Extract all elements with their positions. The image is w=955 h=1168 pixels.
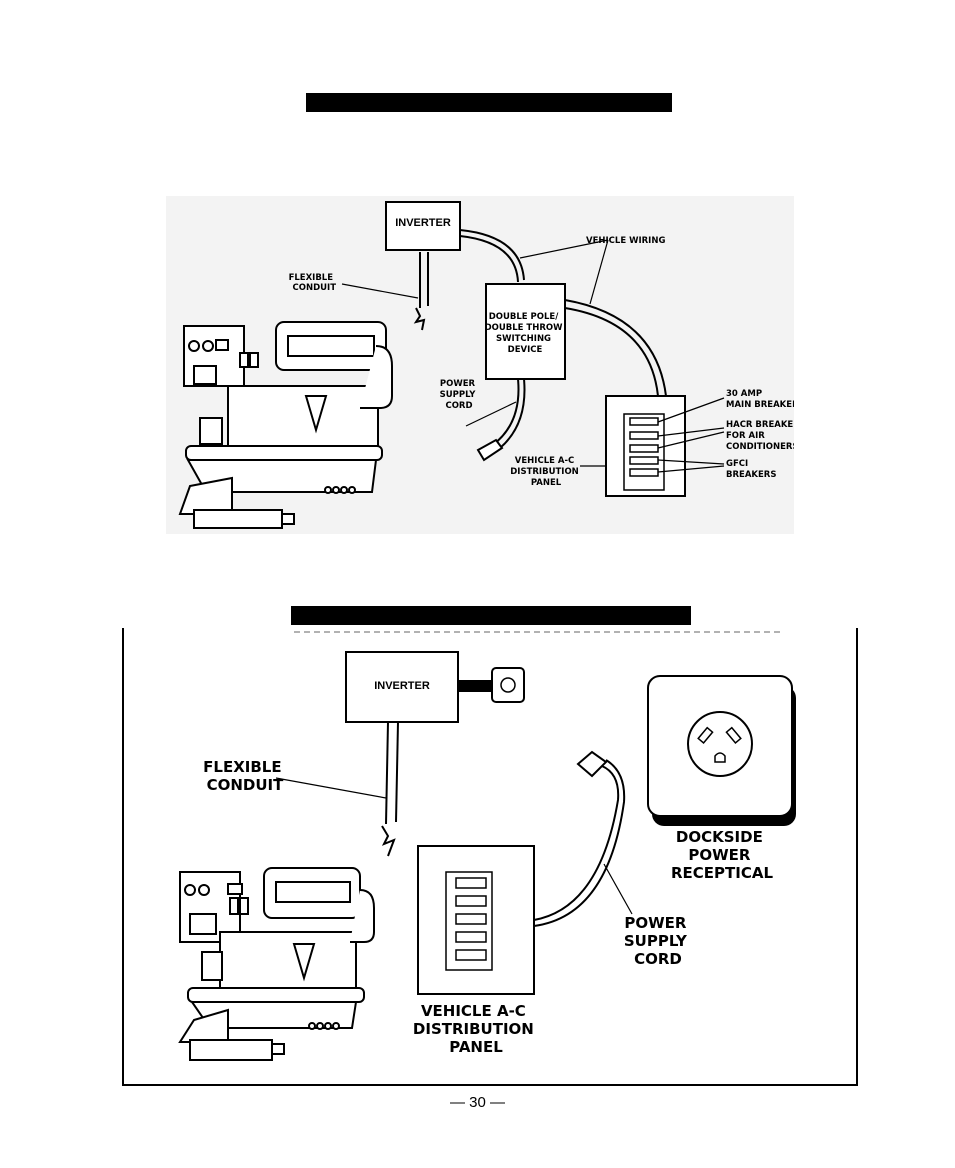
distribution-panel-label: VEHICLE A-C DISTRIBUTION PANEL <box>413 1002 539 1056</box>
inverter-box <box>385 201 461 251</box>
dockside-receptacle-socket <box>687 711 753 777</box>
distribution-panel-label: VEHICLE A-C DISTRIBUTION PANEL <box>510 456 582 488</box>
dockside-receptacle-label: DOCKSIDE POWER RECEPTICAL <box>671 828 773 882</box>
inverter-switching-diagram: INVERTER FLEXIBLE CONDUIT VEHICLE WIRING… <box>166 196 794 534</box>
flexible-conduit-leader <box>341 283 419 299</box>
flexible-conduit <box>381 721 399 857</box>
flexible-conduit-label: FLEXIBLE CONDUIT <box>289 273 337 293</box>
socket-slot-left <box>697 726 714 744</box>
power-supply-cord-leader <box>603 863 633 915</box>
vehicle-wiring <box>459 229 667 397</box>
socket-slot-right <box>725 726 742 744</box>
gfci-breakers-label: GFCI BREAKERS <box>726 459 776 480</box>
vehicle-wiring-leader-2 <box>589 239 609 305</box>
power-supply-cord <box>533 750 626 927</box>
inverter-outlet-socket <box>500 677 516 693</box>
inverter-outlet-bar <box>458 680 492 692</box>
vehicle-wiring-label: VEHICLE WIRING <box>586 236 665 246</box>
power-supply-cord-label: POWER SUPPLY CORD <box>440 379 479 411</box>
flexible-conduit <box>413 252 429 331</box>
inverter-label: INVERTER <box>374 680 430 692</box>
figure-1-title-bar <box>306 93 672 112</box>
generator-illustration <box>178 867 375 1061</box>
switching-device-box <box>485 283 566 380</box>
dockside-connection-diagram: INVERTER FLEXIBLE CONDUIT <box>122 628 858 1086</box>
page-number: — 30 — <box>449 1094 506 1111</box>
figure-2-title-bar <box>291 606 691 625</box>
flexible-conduit-leader <box>275 777 387 799</box>
switching-device-label: DOUBLE POLE/ DOUBLE THROW SWITCHING DEVI… <box>485 312 566 355</box>
breaker-stack <box>445 871 493 971</box>
power-supply-cord <box>476 378 526 462</box>
breaker-leaders <box>657 397 725 473</box>
power-supply-cord-label: POWER SUPPLY CORD <box>624 914 692 968</box>
breaker-stack <box>623 413 665 491</box>
main-breaker-label: 30 AMP MAIN BREAKER <box>726 389 794 410</box>
flexible-conduit-label: FLEXIBLE CONDUIT <box>203 758 287 794</box>
vehicle-wiring-leader-1 <box>519 239 609 259</box>
generator-illustration <box>178 321 393 529</box>
inverter-box <box>345 651 459 723</box>
hacr-breakers-label: HACR BREAKERS FOR AIR CONDITIONERS <box>726 420 794 452</box>
inverter-label: INVERTER <box>395 217 451 229</box>
power-supply-cord-leader <box>465 401 517 427</box>
socket-ground-hole <box>714 752 726 763</box>
